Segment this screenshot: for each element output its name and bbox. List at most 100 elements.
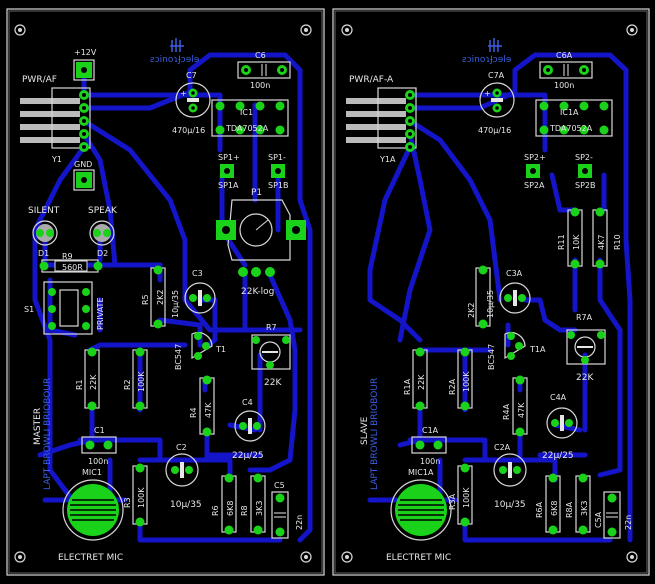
right-r4-value: 47K <box>517 402 526 418</box>
left-r6: R6 6K8 <box>211 473 237 535</box>
left-r8-label: R8 <box>240 505 249 516</box>
left-r9: R9 560R <box>39 252 103 273</box>
left-c5-value: 22n <box>295 515 304 530</box>
left-r2-label: R2 <box>123 379 132 390</box>
right-r6-label: R6A <box>535 501 544 518</box>
right-r6a: R6A 6K8 <box>535 473 561 535</box>
left-c1: C1 100n <box>81 426 117 466</box>
right-slave-label: SLAVE <box>360 416 370 445</box>
right-sp-plus: SP2+ <box>524 153 546 162</box>
left-r4-value: 47K <box>204 402 213 418</box>
right-ic1a-label: IC1A <box>560 108 579 117</box>
right-y1a-label: Y1A <box>379 155 396 164</box>
right-ic1a: IC1A TDA7052A <box>535 99 613 137</box>
right-c3-value: 10µ/35 <box>486 290 495 318</box>
right-board: PWR/AF-A Y1A C6A 100n ƨɔinoɿɈɔɘlɘ + C7A … <box>332 8 650 576</box>
left-c6-label: C6 <box>255 51 266 60</box>
left-c6: C6 100n <box>237 51 291 90</box>
right-r2-label: R2A <box>448 378 457 395</box>
left-private-label: PRIVATE <box>96 298 105 331</box>
right-r3-value: 100K <box>462 487 471 508</box>
right-c5a: C5A 22n <box>594 491 633 539</box>
right-t1a: T1A BC547 <box>487 332 546 370</box>
right-r5a: 2K2 <box>467 265 491 329</box>
right-pwr-label: PWR/AF-A <box>349 75 394 85</box>
left-c1-value: 100n <box>88 457 108 466</box>
left-c2-value: 10µ/35 <box>170 500 202 510</box>
left-t1: T1 BC547 <box>174 332 226 370</box>
right-c5-label: C5A <box>594 511 603 528</box>
right-c6a: C6A 100n <box>539 51 593 90</box>
right-c3-label: C3A <box>506 269 523 278</box>
left-bc547: BC547 <box>174 344 183 370</box>
right-r11: R11 10K <box>557 207 583 269</box>
left-master-label: MASTER <box>33 408 43 445</box>
left-c7-value: 470µ/16 <box>172 126 205 135</box>
left-bottom-silk-top: ƨɔinoɿɈɔɘlɘ <box>150 55 200 65</box>
right-c4-label: C4A <box>550 393 567 402</box>
right-electret-label: ELECTRET MIC <box>386 553 451 563</box>
left-c7-label: C7 <box>186 71 197 80</box>
right-r5-value: 2K2 <box>467 303 476 318</box>
right-connector-y1a: PWR/AF-A Y1A <box>346 75 417 164</box>
right-r4a: R4A 47K <box>502 375 528 437</box>
left-c5: C5 22n <box>271 481 304 539</box>
right-mount-holes <box>341 24 638 563</box>
left-board: PWR/AF Y1 +12V GND C6 100n ƨɔinoɿɈɔɘlɘ <box>6 8 325 576</box>
left-c4: C4 22µ/25 <box>232 398 266 461</box>
left-connector-y1: PWR/AF Y1 <box>20 75 91 164</box>
right-r8-value: 3K3 <box>580 501 589 516</box>
svg-text:+: + <box>180 89 187 98</box>
right-vertical-silk: LAPT BROWLI BRIOBOUR <box>370 378 380 490</box>
left-12v-label: +12V <box>74 48 97 57</box>
svg-text:+: + <box>484 89 491 98</box>
right-r11-label: R11 <box>557 234 566 250</box>
left-p1-label: P1 <box>251 188 262 198</box>
left-r3-value: 100K <box>137 487 146 508</box>
left-sp-a: SP1A <box>218 181 239 190</box>
left-leds: SILENT SPEAK D1 D2 <box>28 206 118 258</box>
right-r8-label: R8A <box>565 501 574 518</box>
right-c2-value: 10µ/35 <box>494 500 526 510</box>
left-c3-value: 10µ/35 <box>171 290 180 318</box>
right-r10-label: R10 <box>613 234 622 250</box>
left-r2-value: 100K <box>137 371 146 392</box>
left-vertical-silk: LAPT BROWLI BRIOBOUR <box>43 378 53 490</box>
right-board-inner-outline <box>334 10 648 574</box>
left-c3: C3 10µ/35 <box>171 269 216 318</box>
left-c7: + C7 470µ/16 <box>172 71 211 135</box>
left-board-outline <box>6 8 325 576</box>
left-r8-value: 3K3 <box>255 501 264 516</box>
left-r3-label: R3 <box>123 497 132 508</box>
left-mount-holes <box>14 24 312 563</box>
left-board-inner-outline <box>8 10 323 574</box>
right-c2a: C2A 10µ/35 <box>493 443 527 510</box>
left-speaker-pads: SP1+ SP1- SP1A SP1B <box>218 153 288 190</box>
right-r10-value: 4K7 <box>597 235 606 250</box>
left-r1: R1 22K <box>75 347 100 411</box>
left-r5-label: R5 <box>141 294 150 305</box>
right-bc547: BC547 <box>487 344 496 370</box>
left-r1-value: 22K <box>89 374 98 390</box>
right-c1a: C1A 100n <box>411 426 447 466</box>
left-r6-label: R6 <box>211 505 220 516</box>
left-y1-label: Y1 <box>51 155 62 164</box>
right-c3a: C3A 10µ/35 <box>486 269 531 318</box>
right-r6-value: 6K8 <box>550 501 559 516</box>
left-c4-label: C4 <box>242 398 253 407</box>
left-s1-label: S1 <box>24 305 34 314</box>
left-r8: R8 3K3 <box>240 473 266 535</box>
right-c2-label: C2A <box>494 443 511 452</box>
right-r3a: R3A 100K <box>448 463 473 527</box>
left-sp-plus: SP1+ <box>218 153 240 162</box>
right-c7-label: C7A <box>488 71 505 80</box>
left-c6-value: 100n <box>250 81 270 90</box>
right-c1-label: C1A <box>422 426 439 435</box>
right-ic1a-part: TDA7052A <box>549 124 593 133</box>
right-r2-value: 100K <box>462 371 471 392</box>
left-sp-minus: SP1- <box>268 153 286 162</box>
left-t1-label: T1 <box>215 345 226 354</box>
left-ic1: IC1 TDA7052A <box>211 99 289 137</box>
right-r8a: R8A 3K3 <box>565 473 591 535</box>
